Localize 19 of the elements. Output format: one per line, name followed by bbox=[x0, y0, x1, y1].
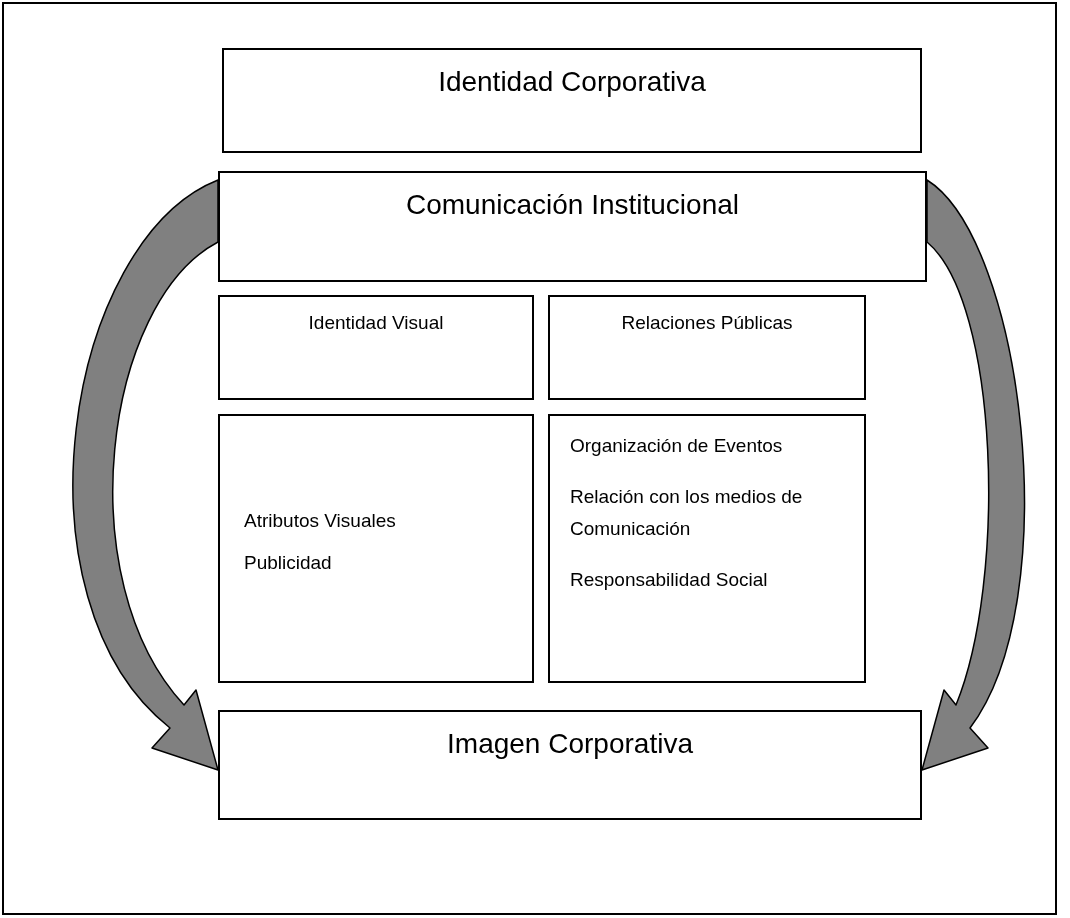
text-box bbox=[218, 710, 922, 820]
box-title: Identidad Visual bbox=[308, 311, 444, 335]
box-title: Relaciones Públicas bbox=[621, 311, 793, 335]
list-item: Atributos Visuales bbox=[244, 508, 397, 533]
list-item: Publicidad bbox=[244, 550, 333, 575]
box-title: Imagen Corporativa bbox=[447, 727, 693, 761]
text-box bbox=[218, 295, 534, 400]
text-box bbox=[548, 414, 866, 683]
curved-arrow bbox=[72, 179, 219, 771]
text-box bbox=[218, 414, 534, 683]
list-item: Responsabilidad Social bbox=[570, 568, 769, 593]
text-box bbox=[218, 171, 927, 282]
box-title: Identidad Corporativa bbox=[438, 65, 706, 99]
list-item: Organización de Eventos bbox=[570, 434, 784, 458]
text-box bbox=[548, 295, 866, 400]
text-box bbox=[222, 48, 922, 153]
curved-arrow bbox=[921, 179, 1025, 771]
box-title: Comunicación Institucional bbox=[405, 188, 740, 222]
list-item: Relación con los medios de Comunicación bbox=[570, 485, 804, 541]
